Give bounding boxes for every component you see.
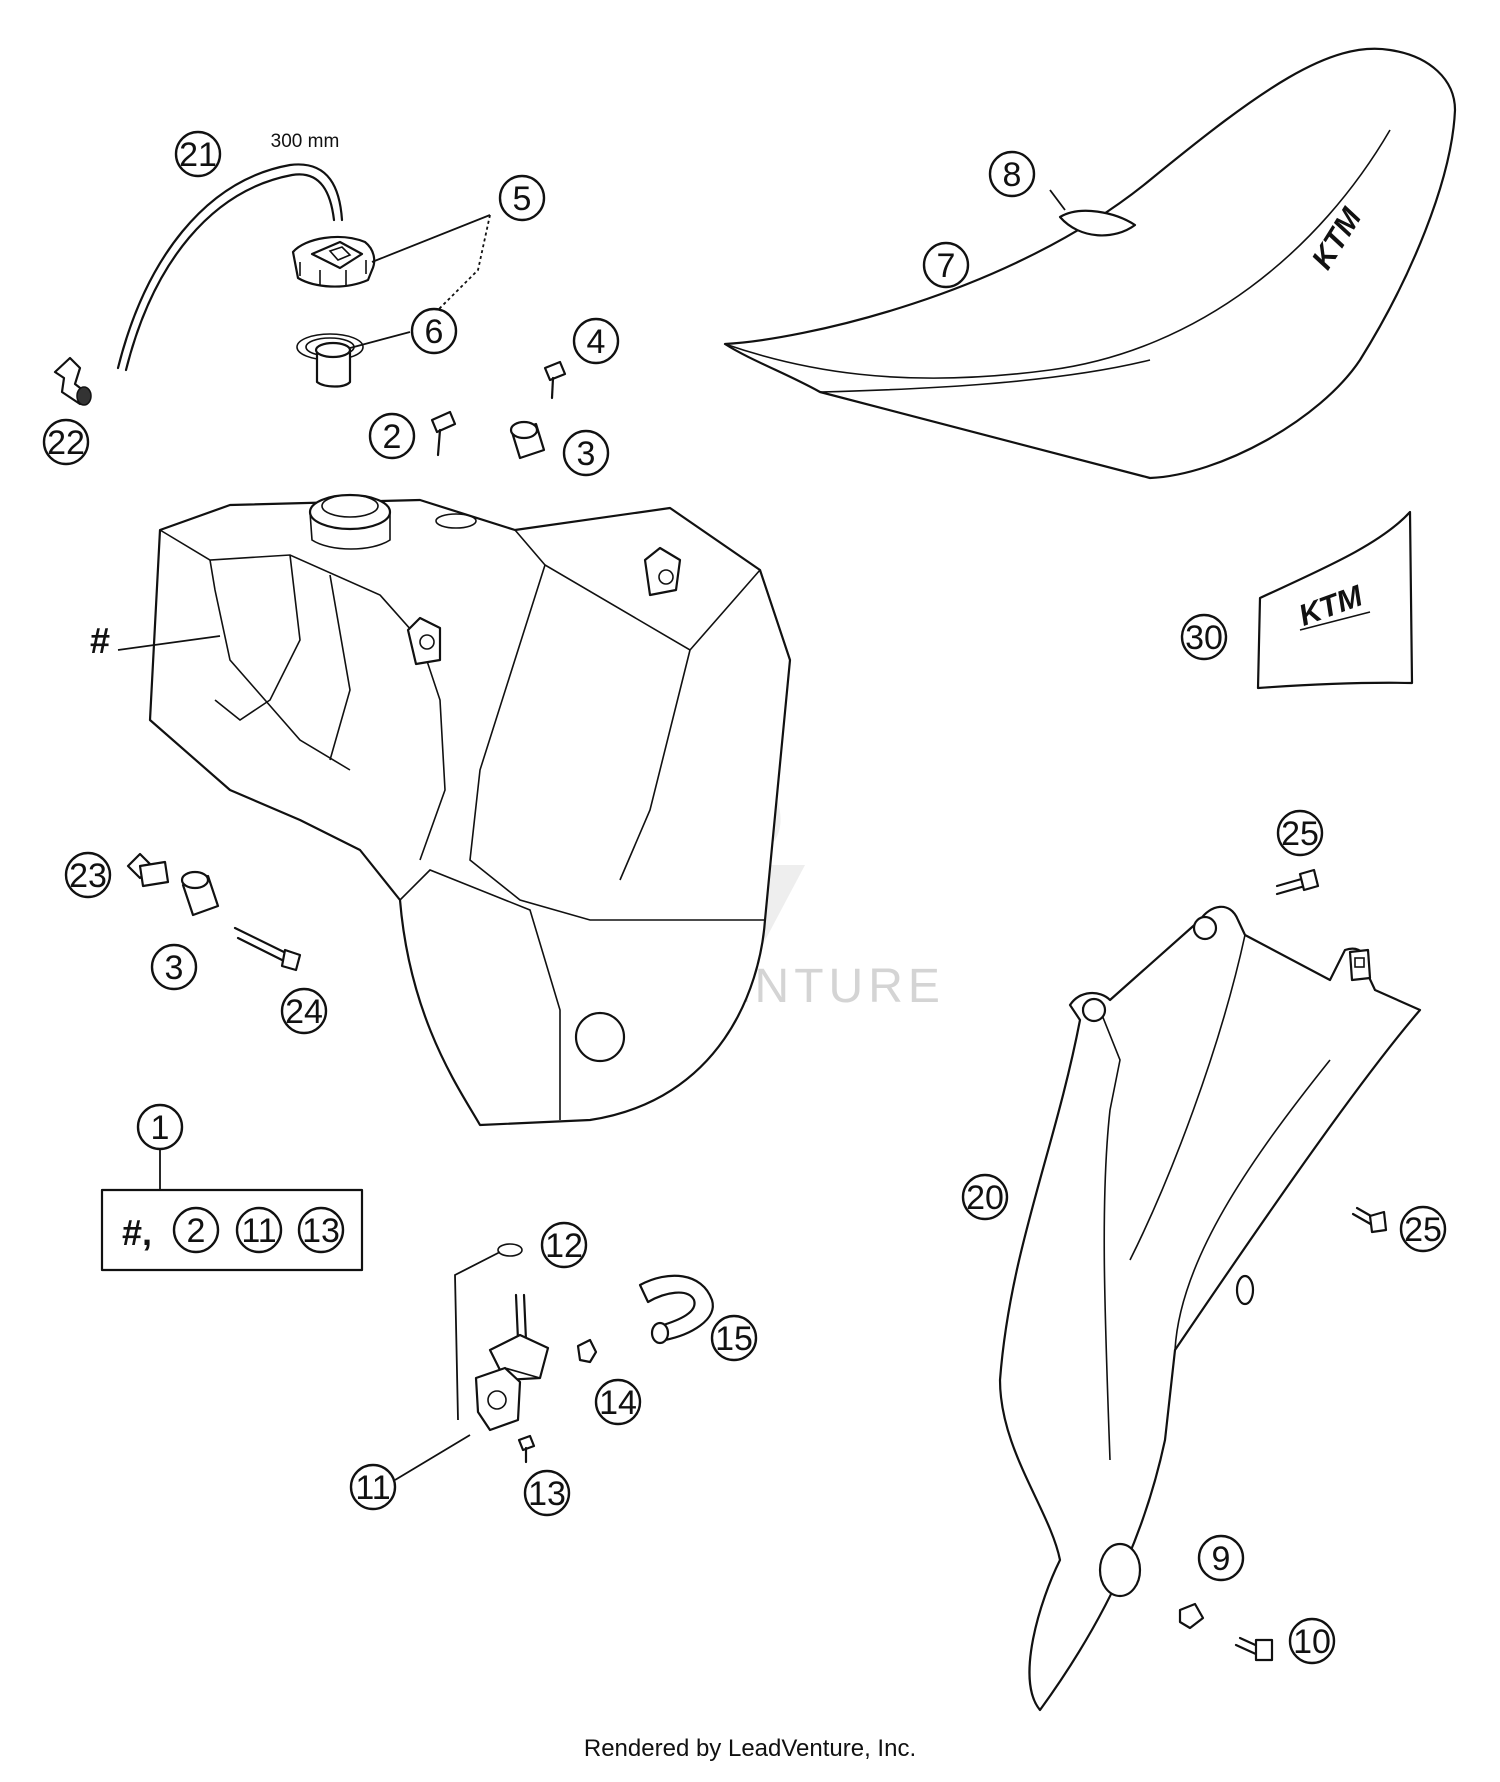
svg-text:7: 7 — [937, 247, 956, 285]
callout-3-upper: 3 — [562, 429, 610, 477]
callout-25-lower: 25 — [1399, 1205, 1447, 1253]
bolt-10 — [233, 926, 302, 972]
callout-20: 7 — [922, 241, 970, 289]
svg-text:4: 4 — [587, 323, 606, 361]
callout-23: 9 — [1197, 1534, 1245, 1582]
callout-10: 24 — [280, 987, 328, 1035]
svg-text:3: 3 — [165, 949, 184, 987]
svg-text:21: 21 — [179, 136, 217, 174]
washer-23 — [1178, 1602, 1205, 1630]
kit-item-2: 2 — [172, 1206, 220, 1254]
decal: KTM — [1256, 510, 1414, 690]
bolt-24 — [1234, 1636, 1274, 1662]
side-panel — [998, 905, 1422, 1712]
svg-text:24: 24 — [285, 993, 323, 1031]
tank-marker: # — [90, 620, 110, 661]
svg-text:13: 13 — [528, 1475, 566, 1513]
kit-marker: #, — [122, 1212, 152, 1253]
footer-credit: Rendered by LeadVenture, Inc. — [584, 1735, 916, 1762]
callout-30: 30 — [1180, 613, 1228, 661]
callout-15: 15 — [710, 1314, 758, 1362]
fuel-tap — [474, 1293, 550, 1432]
svg-text:13: 13 — [302, 1212, 340, 1250]
bushing-3-upper — [509, 420, 546, 460]
callout-7: 21 — [174, 130, 222, 178]
svg-text:12: 12 — [545, 1227, 583, 1265]
callout-21: 8 — [988, 150, 1036, 198]
screw-2 — [430, 410, 457, 457]
o-ring-12 — [497, 1243, 523, 1257]
svg-text:2: 2 — [187, 1212, 206, 1250]
callout-25-upper: 25 — [1276, 809, 1324, 857]
filler-gasket — [296, 333, 364, 388]
screw-4 — [543, 360, 567, 400]
kit-item-11: 11 — [235, 1206, 283, 1254]
svg-text:3: 3 — [577, 435, 596, 473]
fuel-hose-15 — [638, 1274, 714, 1345]
callout-24: 10 — [1288, 1617, 1336, 1665]
seat: KTM — [723, 47, 1457, 480]
svg-text:6: 6 — [425, 313, 444, 351]
svg-text:8: 8 — [1003, 156, 1022, 194]
callout-5: 5 — [498, 174, 546, 222]
kit-box: #, 2 11 13 — [100, 1150, 364, 1272]
svg-text:11: 11 — [241, 1212, 276, 1250]
bushing-3-lower — [180, 870, 220, 917]
callout-14: 14 — [594, 1378, 642, 1426]
callout-11: 11 — [349, 1463, 397, 1511]
hose-clamp-14 — [576, 1338, 598, 1364]
svg-text:5: 5 — [513, 180, 532, 218]
fuel-cap — [291, 235, 376, 288]
svg-text:9: 9 — [1212, 1540, 1231, 1578]
svg-text:23: 23 — [69, 857, 107, 895]
callout-8: 22 — [42, 418, 90, 466]
bolt-25-lower — [1351, 1206, 1388, 1234]
hose-length-label: 300 mm — [271, 131, 340, 152]
svg-text:25: 25 — [1281, 815, 1319, 853]
callout-12: 12 — [540, 1221, 588, 1269]
fuel-tank — [148, 493, 792, 1127]
callout-13: 13 — [523, 1469, 571, 1517]
svg-text:10: 10 — [1293, 1623, 1331, 1661]
bolt-25-upper — [1275, 868, 1320, 896]
svg-text:11: 11 — [355, 1469, 390, 1507]
callout-1: 1 — [136, 1103, 184, 1151]
svg-text:2: 2 — [383, 418, 402, 456]
svg-text:15: 15 — [715, 1320, 753, 1358]
bolt-9 — [126, 852, 170, 888]
fuel-breather-hose — [116, 163, 344, 372]
svg-text:14: 14 — [599, 1384, 637, 1422]
callout-2: 2 — [368, 412, 416, 460]
svg-text:30: 30 — [1185, 619, 1223, 657]
screw-13 — [517, 1434, 536, 1464]
callout-6: 6 — [410, 307, 458, 355]
svg-text:22: 22 — [47, 424, 85, 462]
callout-22: 20 — [961, 1173, 1009, 1221]
svg-text:25: 25 — [1404, 1211, 1442, 1249]
callout-4: 4 — [572, 317, 620, 365]
elbow-fitting — [53, 356, 92, 406]
callout-3-lower: 3 — [150, 943, 198, 991]
kit-item-13: 13 — [297, 1206, 345, 1254]
callout-9: 23 — [64, 851, 112, 899]
svg-text:1: 1 — [151, 1109, 170, 1147]
svg-text:20: 20 — [966, 1179, 1004, 1217]
